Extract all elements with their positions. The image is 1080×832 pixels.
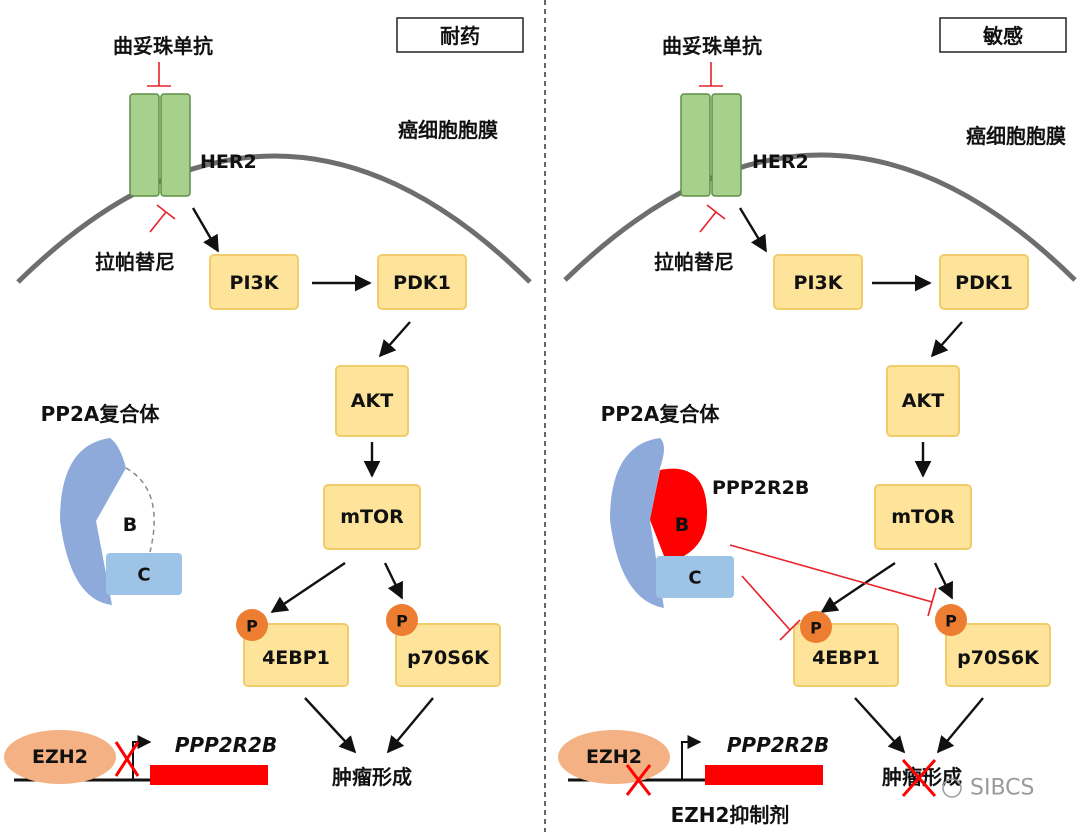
right-node-pi3k: PI3K	[773, 254, 863, 310]
left-4ebp1-phospho-icon	[236, 609, 268, 641]
right-node-mtor: mTOR	[874, 484, 972, 550]
left-arrow-p70s6k-tumor	[386, 697, 434, 754]
right-lapatinib-label: 拉帕替尼	[654, 250, 734, 274]
right-pp2a-b-subunit	[650, 468, 708, 556]
left-ezh2-protein	[4, 730, 116, 784]
right-pp2a-b-inhibit-p70s6k	[729, 544, 937, 617]
left-antibody-label: 曲妥珠单抗	[113, 34, 213, 58]
left-arrow-mtor-4ebp1	[270, 562, 346, 613]
left-gene-bar	[150, 765, 268, 785]
left-arrow-mtor-p70s6k	[383, 562, 404, 600]
svg-text:PDK1: PDK1	[955, 272, 1013, 294]
left-lapatinib-label: 拉帕替尼	[95, 250, 175, 274]
right-arrow-her2-pi3k	[738, 207, 768, 253]
right-title: 敏感	[982, 24, 1023, 48]
left-membrane-arc	[16, 153, 532, 284]
right-lapatinib-inhibition	[699, 204, 726, 233]
right-her2-receptor	[680, 93, 742, 197]
left-pp2a-b-missing	[125, 467, 155, 553]
right-ezh2-protein	[558, 730, 670, 784]
svg-text:AKT: AKT	[351, 390, 393, 412]
right-panel: 敏感 癌细胞胞膜 曲妥珠单抗 HER2 拉帕替尼 PI3K PDK1	[558, 17, 1077, 827]
left-node-p70s6k: p70S6K	[395, 623, 501, 687]
right-4ebp1-phospho-icon	[800, 611, 832, 643]
left-p70s6k-phospho-icon	[386, 604, 418, 636]
right-subunit-b-label: B	[675, 514, 689, 536]
right-b-protein-label: PPP2R2B	[712, 477, 809, 499]
right-ezh2-label: EZH2	[586, 746, 642, 768]
left-lapatinib-inhibition	[149, 204, 176, 233]
left-node-pi3k: PI3K	[209, 254, 299, 310]
watermark-text: SIBCS	[970, 776, 1035, 801]
svg-text:p70S6K: p70S6K	[957, 647, 1040, 669]
right-pp2a-a-subunit	[610, 438, 664, 608]
svg-text:PI3K: PI3K	[230, 272, 280, 294]
svg-text:4EBP1: 4EBP1	[812, 647, 880, 669]
right-outcome-label: 肿瘤形成	[882, 765, 962, 789]
right-antibody-inhibition	[699, 62, 723, 87]
left-p70s6k-phospho-label: P	[396, 612, 408, 631]
svg-text:4EBP1: 4EBP1	[262, 647, 330, 669]
left-membrane-label: 癌细胞胞膜	[398, 118, 498, 142]
right-arrow-p70s6k-tumor	[936, 697, 984, 754]
left-node-4ebp1: 4EBP1	[243, 623, 349, 687]
left-subunit-c-label: C	[137, 565, 150, 586]
right-membrane-arc	[563, 152, 1077, 282]
right-arrow-pdk1-akt	[930, 321, 963, 358]
right-antibody-label: 曲妥珠单抗	[662, 34, 762, 58]
left-pp2a-a-subunit	[60, 438, 126, 605]
left-node-akt: AKT	[335, 365, 409, 437]
left-her2-label: HER2	[200, 151, 257, 173]
svg-text:p70S6K: p70S6K	[407, 647, 490, 669]
left-title-box	[396, 17, 524, 53]
left-gene-label: PPP2R2B	[175, 733, 277, 757]
right-pp2a-c-inhibit-4ebp1	[741, 575, 801, 641]
svg-text:PDK1: PDK1	[393, 272, 451, 294]
right-p70s6k-phospho-label: P	[945, 612, 957, 631]
right-p70s6k-phospho-icon	[935, 604, 967, 636]
left-title: 耐药	[440, 24, 480, 48]
left-panel: 耐药 癌细胞胞膜 曲妥珠单抗 HER2 拉帕替尼 PI3K PDK1	[4, 17, 532, 789]
right-pp2a-c-subunit	[656, 556, 734, 598]
svg-text:mTOR: mTOR	[340, 506, 404, 528]
watermark-chat-icon	[942, 778, 962, 798]
right-promoter-arrow	[681, 735, 702, 780]
right-her2-label: HER2	[752, 151, 809, 173]
left-4ebp1-phospho-label: P	[246, 617, 258, 636]
right-arrow-4ebp1-tumor	[854, 697, 906, 754]
left-pp2a-label: PP2A复合体	[41, 402, 161, 426]
right-node-pdk1: PDK1	[939, 254, 1029, 310]
left-promoter-block-icon	[114, 741, 140, 777]
right-4ebp1-phospho-label: P	[810, 619, 822, 638]
right-node-p70s6k: p70S6K	[945, 623, 1051, 687]
right-arrow-mtor-4ebp1	[820, 562, 896, 613]
svg-text:mTOR: mTOR	[891, 506, 955, 528]
left-ezh2-label: EZH2	[32, 746, 88, 768]
left-arrow-4ebp1-tumor	[304, 697, 357, 754]
right-title-box	[939, 17, 1067, 53]
left-her2-receptor	[129, 93, 191, 197]
left-node-pdk1: PDK1	[377, 254, 467, 310]
right-membrane-label: 癌细胞胞膜	[966, 124, 1066, 148]
left-node-mtor: mTOR	[323, 484, 421, 550]
right-pp2a-label: PP2A复合体	[601, 402, 721, 426]
right-gene-label: PPP2R2B	[727, 733, 829, 757]
right-node-akt: AKT	[886, 365, 960, 437]
left-outcome-label: 肿瘤形成	[332, 765, 412, 789]
right-subunit-c-label: C	[688, 568, 701, 589]
left-arrow-her2-pi3k	[191, 207, 220, 253]
watermark: SIBCS	[942, 776, 1035, 801]
left-pp2a-c-subunit	[106, 553, 182, 595]
left-subunit-b-label: B	[123, 514, 137, 536]
right-gene-bar	[705, 765, 823, 785]
right-arrow-mtor-p70s6k	[933, 562, 954, 600]
left-arrow-pdk1-akt	[378, 321, 411, 358]
left-antibody-inhibition	[147, 62, 171, 87]
svg-text:PI3K: PI3K	[794, 272, 844, 294]
right-ezh2-inhibitor-label: EZH2抑制剂	[671, 803, 790, 827]
svg-text:AKT: AKT	[902, 390, 944, 412]
right-ezh2-blocked-icon	[625, 764, 652, 796]
right-outcome-blocked-icon	[901, 759, 937, 797]
